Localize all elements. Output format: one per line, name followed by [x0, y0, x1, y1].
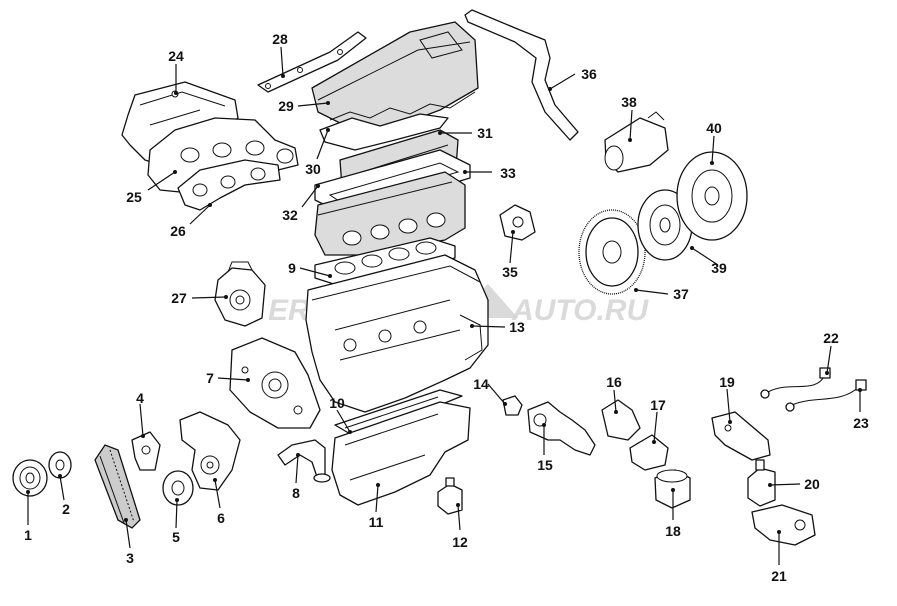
- callout-16[interactable]: 16: [606, 374, 622, 390]
- leader-lines: [27, 46, 861, 565]
- callout-31[interactable]: 31: [477, 125, 493, 141]
- sensor-cable-lower-drawing: [785, 379, 867, 412]
- callout-23[interactable]: 23: [853, 415, 869, 431]
- callout-4[interactable]: 4: [136, 390, 144, 406]
- callout-32[interactable]: 32: [282, 207, 298, 223]
- idler-sprocket-drawing: [162, 470, 194, 506]
- callout-11[interactable]: 11: [369, 514, 384, 530]
- callout-9[interactable]: 9: [288, 260, 296, 276]
- sensor-cable-upper-drawing: [760, 367, 831, 399]
- leader-dots: [26, 74, 862, 534]
- callout-39[interactable]: 39: [711, 260, 727, 276]
- sensor-housing-drawing: [499, 204, 536, 241]
- oil-pump-housing-drawing: [229, 337, 321, 429]
- oil-filter-drawing: [654, 469, 691, 509]
- crank-pulley-drawing: [12, 459, 48, 497]
- engine-block-drawing: [305, 254, 489, 413]
- callout-6[interactable]: 6: [217, 510, 225, 526]
- callout-19[interactable]: 19: [719, 374, 735, 390]
- rubber-mount-drawing: [747, 459, 776, 507]
- thermostat-housing-drawing: [527, 401, 596, 456]
- water-pump-drawing: [214, 261, 266, 327]
- coolant-hose-drawing: [464, 9, 579, 141]
- dipstick-tube-drawing: [277, 439, 331, 483]
- callout-8[interactable]: 8: [292, 485, 300, 501]
- filter-bracket-drawing: [629, 434, 669, 471]
- callout-26[interactable]: 26: [170, 223, 186, 239]
- valve-cover-drawing: [311, 21, 479, 129]
- callout-5[interactable]: 5: [172, 529, 180, 545]
- callout-35[interactable]: 35: [502, 264, 518, 280]
- callout-40[interactable]: 40: [706, 120, 722, 136]
- manifold-gasket-drawing: [177, 159, 281, 211]
- callout-25[interactable]: 25: [126, 189, 142, 205]
- timing-belt-drawing: [94, 444, 141, 529]
- callout-27[interactable]: 27: [171, 290, 187, 306]
- callout-15[interactable]: 15: [537, 457, 553, 473]
- callout-2[interactable]: 2: [62, 501, 70, 517]
- callout-20[interactable]: 20: [804, 476, 820, 492]
- housing-cover-drawing: [601, 399, 641, 441]
- callout-21[interactable]: 21: [771, 568, 787, 584]
- small-mount-drawing: [437, 477, 463, 515]
- pressure-plate-drawing: [676, 151, 748, 241]
- callout-28[interactable]: 28: [272, 31, 288, 47]
- flywheel-drawing: [578, 209, 646, 295]
- callout-22[interactable]: 22: [823, 330, 839, 346]
- callout-24[interactable]: 24: [168, 48, 184, 64]
- cover-gasket-strip-drawing: [257, 31, 367, 93]
- callout-18[interactable]: 18: [665, 523, 681, 539]
- mount-lower-bracket-drawing: [751, 504, 816, 546]
- oil-pan-drawing: [331, 401, 471, 506]
- pump-bracket-drawing: [179, 411, 241, 491]
- callout-7[interactable]: 7: [206, 370, 214, 386]
- callout-30[interactable]: 30: [305, 161, 321, 177]
- callout-12[interactable]: 12: [452, 534, 468, 550]
- callout-labels: 1 2 3 4 5 6 7 8 9 10 11 12 13 14 15 16 1…: [24, 31, 869, 584]
- head-gasket-drawing: [314, 237, 456, 287]
- starter-motor-drawing: [604, 111, 669, 173]
- callout-37[interactable]: 37: [673, 286, 689, 302]
- callout-33[interactable]: 33: [500, 165, 516, 181]
- callout-10[interactable]: 10: [329, 395, 345, 411]
- callout-13[interactable]: 13: [509, 319, 525, 335]
- watermark-right: AUTO.RU: [511, 294, 649, 327]
- callout-14[interactable]: 14: [473, 376, 489, 392]
- cylinder-head-drawing: [314, 171, 466, 256]
- callout-38[interactable]: 38: [621, 94, 637, 110]
- callout-1[interactable]: 1: [24, 527, 32, 543]
- exhaust-manifold-drawing: [147, 117, 299, 193]
- callout-29[interactable]: 29: [278, 98, 294, 114]
- callout-36[interactable]: 36: [581, 66, 597, 82]
- callout-3[interactable]: 3: [126, 550, 134, 566]
- temp-sensor-drawing: [502, 395, 523, 416]
- belt-tensioner-drawing: [131, 431, 161, 471]
- callout-17[interactable]: 17: [650, 397, 666, 413]
- crank-gear-drawing: [48, 451, 72, 479]
- mount-bracket-drawing: [711, 411, 771, 461]
